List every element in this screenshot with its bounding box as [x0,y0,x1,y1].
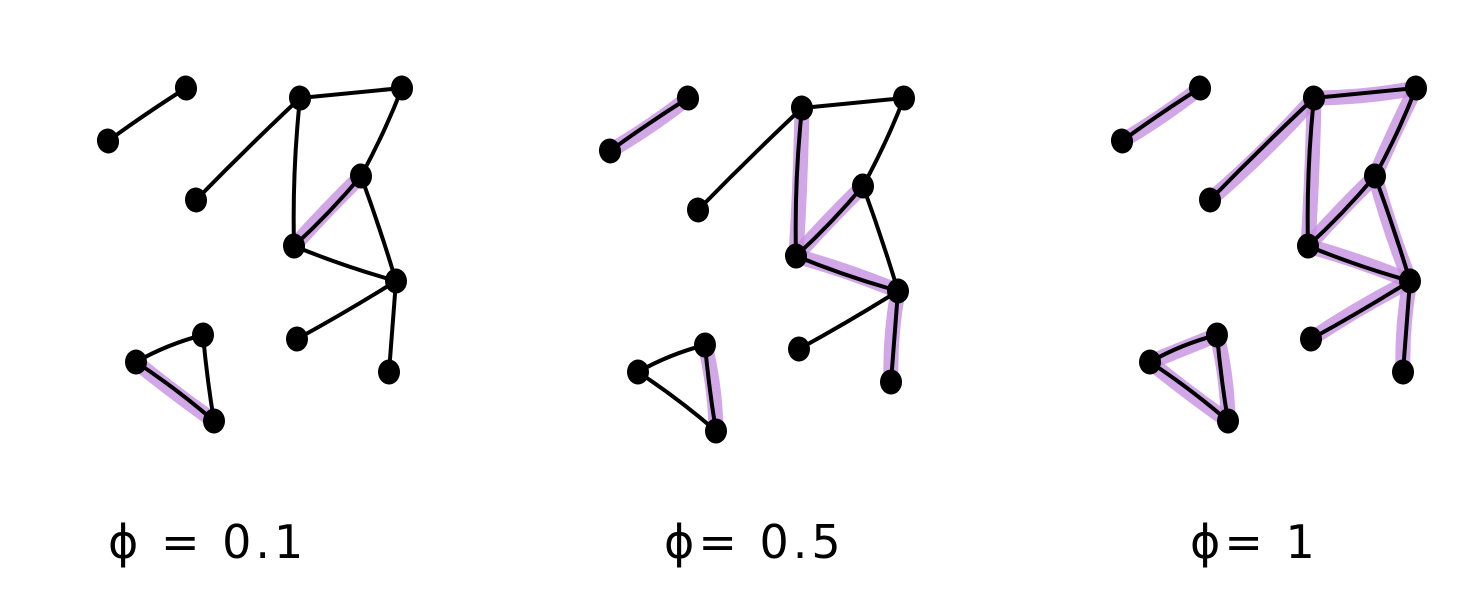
graph-node-H [384,268,408,294]
edge-K-M [134,360,216,423]
graph-node-A [598,138,622,164]
edge-C-G [1305,96,1316,248]
graph-node-L [1205,322,1229,348]
graph-node-I [1299,326,1323,352]
edge-G-H [794,254,900,293]
edge-K-M [1148,360,1230,423]
graph-node-G [282,233,306,259]
edge-C-E [194,96,302,202]
graph-node-B [174,75,198,101]
panel-label-phi-0-1: ϕ = 0.1 [108,515,308,569]
graph-node-D [1404,75,1428,101]
edge-C-E [696,106,804,212]
graph-node-K [1139,349,1161,375]
graph-node-J [879,369,903,395]
graph-node-E [184,187,208,213]
edge-C-D [298,86,404,100]
edge-D-F [359,86,404,178]
edge-F-G [292,174,363,248]
graph-node-D [892,85,916,111]
panel-label-phi-0-5: ϕ= 0.5 [664,515,845,569]
graph-node-F [1363,163,1387,189]
edge-C-G [291,96,302,248]
graph-node-L [191,322,215,348]
graph-node-G [1296,233,1320,259]
graph-node-J [1391,359,1415,385]
edge-G-H [292,244,398,283]
edge-C-G [793,106,804,258]
graph-node-M [704,418,728,444]
graph-node-A [1110,128,1134,154]
graph-node-L [693,332,717,358]
graph-node-F [851,173,875,199]
graph-node-I [787,336,811,362]
edge-H-I [797,289,900,351]
graph-node-D [390,75,414,101]
graph-panel-1 [96,75,414,434]
panel-label-phi-1: ϕ= 1 [1190,515,1319,569]
graph-node-F [349,163,373,189]
edge-H-I [295,279,398,341]
edge-F-H [359,174,398,283]
edge-D-F [861,96,906,188]
graph-node-C [1302,85,1326,111]
edge-A-B [106,86,188,143]
graph-node-A [96,128,120,154]
edge-A-B [608,96,690,153]
graph-node-K [627,359,649,385]
graph-node-E [686,197,710,223]
graph-node-J [377,359,401,385]
graph-node-I [285,326,309,352]
edge-G-H [1306,244,1412,283]
graph-node-B [1188,75,1212,101]
edge-H-J [387,279,398,374]
edge-D-F [1373,86,1418,178]
graph-node-B [676,85,700,111]
graph-node-C [288,85,312,111]
graph-node-H [886,278,910,304]
graph-panel-3 [1110,75,1428,434]
edge-K-M [636,370,718,433]
graph-node-E [1198,187,1222,213]
graph-node-C [790,95,814,121]
graph-node-M [202,408,226,434]
edge-H-I [1309,279,1412,341]
graph-node-G [784,243,808,269]
graph-node-H [1398,268,1422,294]
edge-A-B [1120,86,1202,143]
edge-C-D [800,96,906,110]
graph-node-K [125,349,147,375]
graph-node-M [1216,408,1240,434]
graph-panel-2 [598,85,916,444]
edge-C-E [1208,96,1316,202]
